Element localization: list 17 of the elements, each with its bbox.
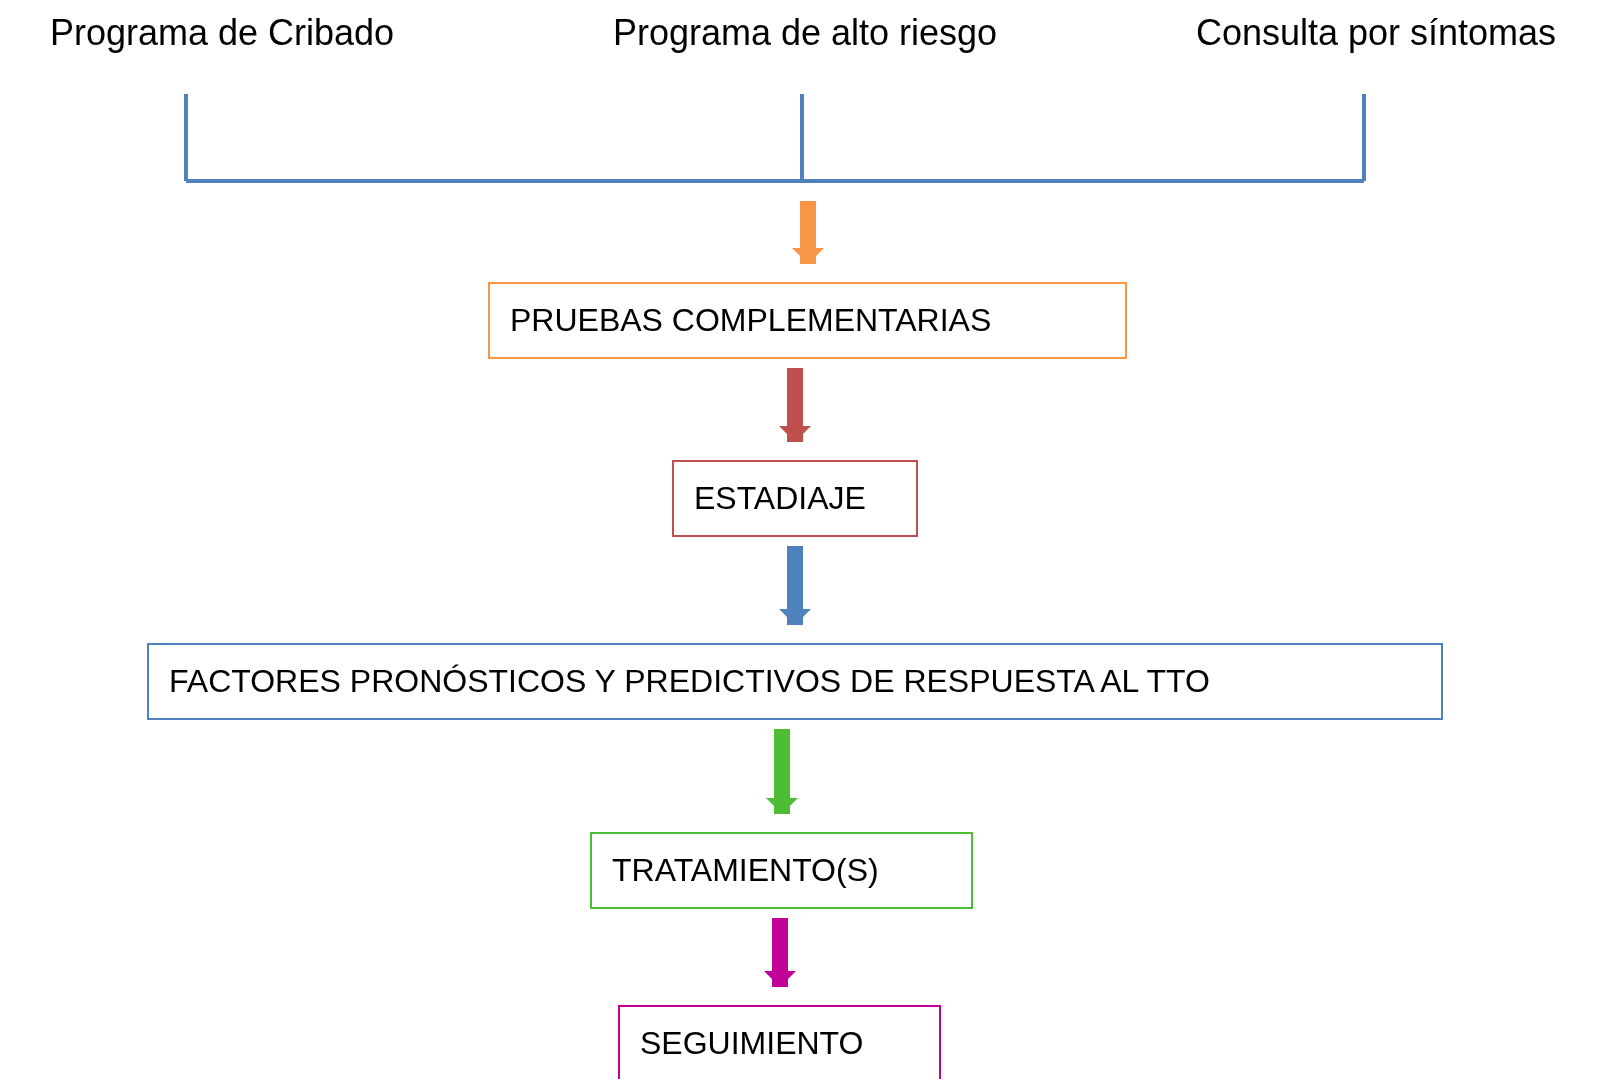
arrow [792,201,824,264]
arrow [764,918,796,987]
arrow [779,368,811,442]
box-text: TRATAMIENTO(S) [612,852,879,889]
process-box [618,1005,941,1079]
process-box [147,643,1443,720]
box-text: FACTORES PRONÓSTICOS Y PREDICTIVOS DE RESPUESTA AL TTO [169,663,1210,700]
box-text: ESTADIAJE [694,480,866,517]
process-box [590,832,973,909]
source-label: Programa de alto riesgo [585,8,1025,58]
source-label: Programa de Cribado [2,8,442,58]
arrow [779,546,811,625]
process-box [672,460,918,537]
process-box [488,282,1127,359]
source-label: Consulta por síntomas [1156,8,1596,58]
box-text: SEGUIMIENTO [640,1024,864,1062]
box-text: PRUEBAS COMPLEMENTARIAS [510,302,992,339]
